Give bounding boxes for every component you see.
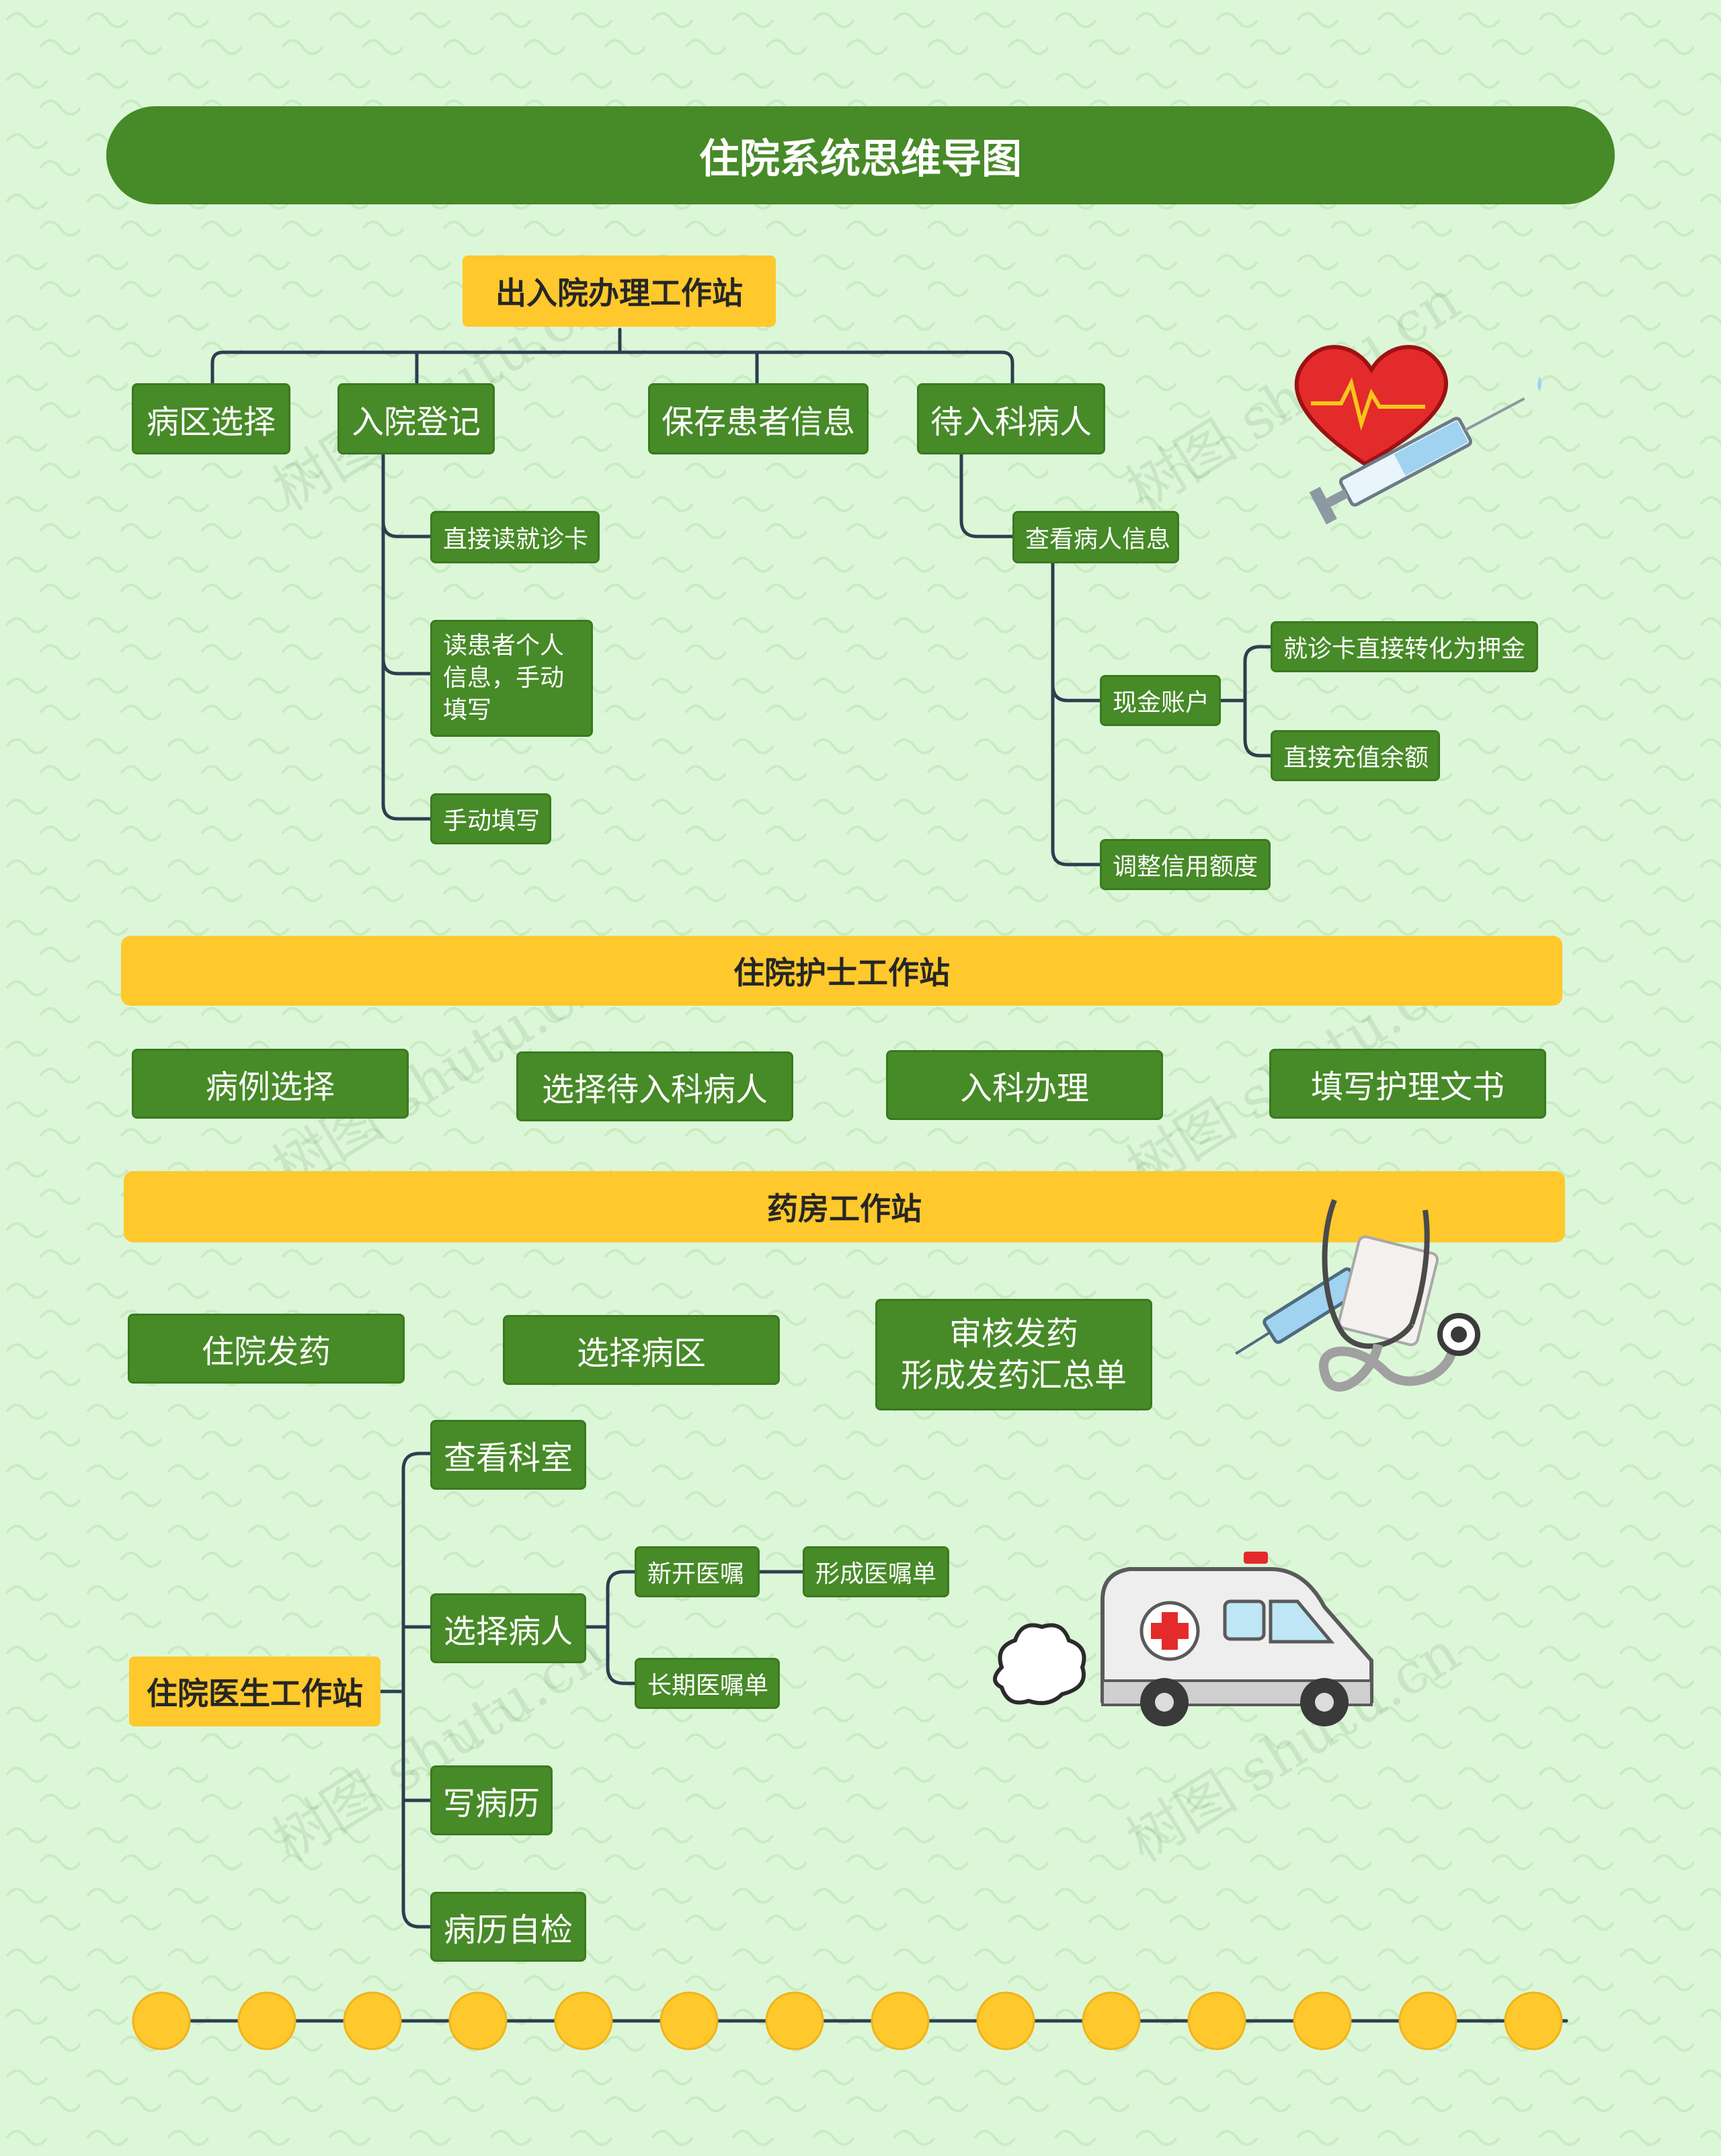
node-save-patient-info[interactable]: 保存患者信息: [648, 383, 869, 454]
page-title: 住院系统思维导图: [106, 106, 1615, 204]
node-review-dispense-line2: 形成发药汇总单: [900, 1357, 1127, 1394]
doctor-station-root: 住院医生工作站: [129, 1656, 381, 1726]
node-read-info-manual[interactable]: 读患者个人信息，手动填写: [430, 620, 593, 737]
node-select-ward[interactable]: 选择病区: [503, 1315, 780, 1385]
node-write-record[interactable]: 写病历: [430, 1765, 553, 1835]
bottom-dot-decoration: [132, 1991, 1563, 2050]
node-cash-account[interactable]: 现金账户: [1100, 675, 1221, 726]
node-manual-fill[interactable]: 手动填写: [430, 793, 551, 844]
node-card-to-deposit[interactable]: 就诊卡直接转化为押金: [1271, 621, 1538, 672]
stethoscope-syringe-icon: [1235, 1199, 1480, 1392]
nurse-station-header: 住院护士工作站: [121, 936, 1562, 1006]
node-ward-select[interactable]: 病区选择: [132, 383, 290, 454]
node-read-card[interactable]: 直接读就诊卡: [430, 511, 600, 563]
node-select-pending-patient[interactable]: 选择待入科病人: [516, 1051, 793, 1121]
node-long-term-order[interactable]: 长期医嘱单: [635, 1658, 780, 1709]
node-case-select[interactable]: 病例选择: [132, 1049, 409, 1119]
node-record-selfcheck[interactable]: 病历自检: [430, 1892, 586, 1962]
admission-station-root: 出入院办理工作站: [463, 255, 776, 327]
node-select-patient[interactable]: 选择病人: [430, 1593, 586, 1663]
node-new-order[interactable]: 新开医嘱: [635, 1546, 760, 1597]
node-form-order-sheet[interactable]: 形成医嘱单: [803, 1546, 949, 1597]
node-review-dispense[interactable]: 审核发药 形成发药汇总单: [875, 1299, 1152, 1410]
node-read-info-manual-label: 读患者个人信息，手动填写: [443, 632, 565, 724]
node-adjust-credit[interactable]: 调整信用额度: [1100, 839, 1271, 890]
node-admission-register[interactable]: 入院登记: [337, 383, 495, 454]
node-review-dispense-line1: 审核发药: [949, 1315, 1078, 1353]
ambulance-icon: [993, 1552, 1373, 1726]
node-view-department[interactable]: 查看科室: [430, 1420, 586, 1490]
node-direct-topup[interactable]: 直接充值余额: [1271, 730, 1440, 781]
heart-syringe-icon: [1294, 345, 1542, 525]
node-pending-patients[interactable]: 待入科病人: [917, 383, 1105, 454]
node-nursing-docs[interactable]: 填写护理文书: [1269, 1049, 1546, 1119]
node-ward-admit[interactable]: 入科办理: [886, 1050, 1163, 1120]
node-view-patient-info[interactable]: 查看病人信息: [1012, 511, 1179, 563]
node-inpatient-dispense[interactable]: 住院发药: [128, 1314, 405, 1384]
